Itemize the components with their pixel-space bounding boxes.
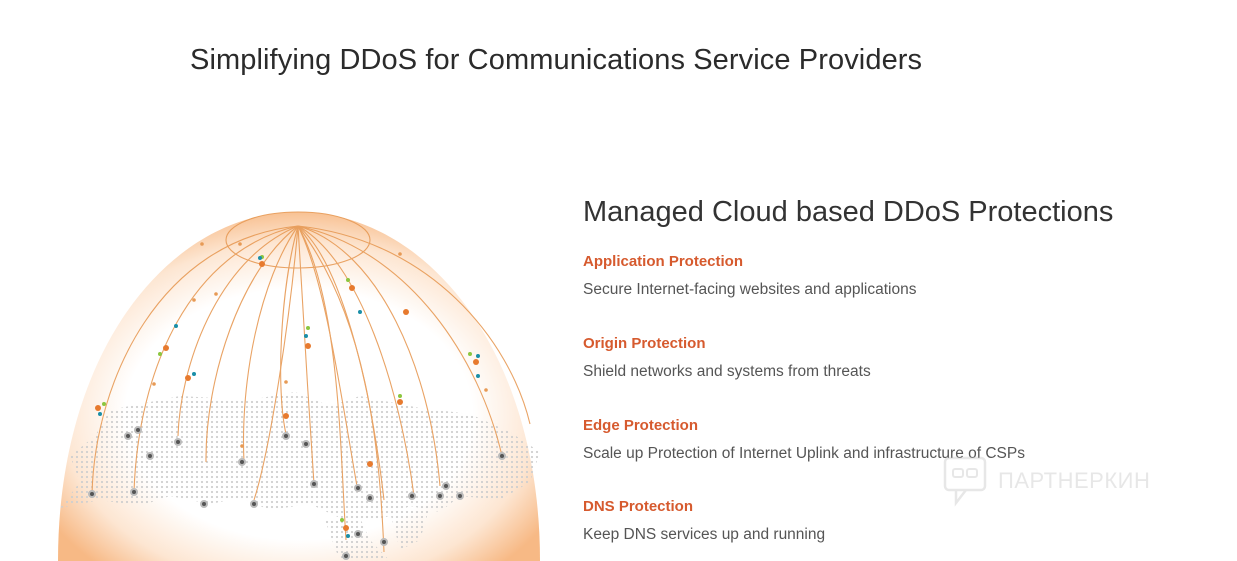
globe-network-illustration xyxy=(58,211,540,561)
protections-section: Managed Cloud based DDoS Protections App… xyxy=(583,196,1203,543)
feature-title: Origin Protection xyxy=(583,335,706,352)
feature-title: Edge Protection xyxy=(583,417,699,434)
feature-dns-protection: DNS Protection Keep DNS services up and … xyxy=(583,497,825,545)
section-title: Managed Cloud based DDoS Protections xyxy=(583,196,1114,228)
feature-description: Shield networks and systems from threats xyxy=(583,363,871,380)
feature-edge-protection: Edge Protection Scale up Protection of I… xyxy=(583,416,1025,464)
watermark: ПАРТНЕРКИН xyxy=(942,455,1150,507)
watermark-logo-icon xyxy=(943,456,987,507)
feature-title: Application Protection xyxy=(583,253,744,270)
feature-application-protection: Application Protection Secure Internet-f… xyxy=(583,252,916,300)
feature-origin-protection: Origin Protection Shield networks and sy… xyxy=(583,334,871,382)
watermark-text: ПАРТНЕРКИН xyxy=(998,468,1151,493)
feature-description: Secure Internet-facing websites and appl… xyxy=(583,281,917,298)
page-title: Simplifying DDoS for Communications Serv… xyxy=(190,44,923,76)
feature-description: Keep DNS services up and running xyxy=(583,526,826,543)
feature-description: Scale up Protection of Internet Uplink a… xyxy=(583,445,1025,462)
feature-title: DNS Protection xyxy=(583,498,694,515)
